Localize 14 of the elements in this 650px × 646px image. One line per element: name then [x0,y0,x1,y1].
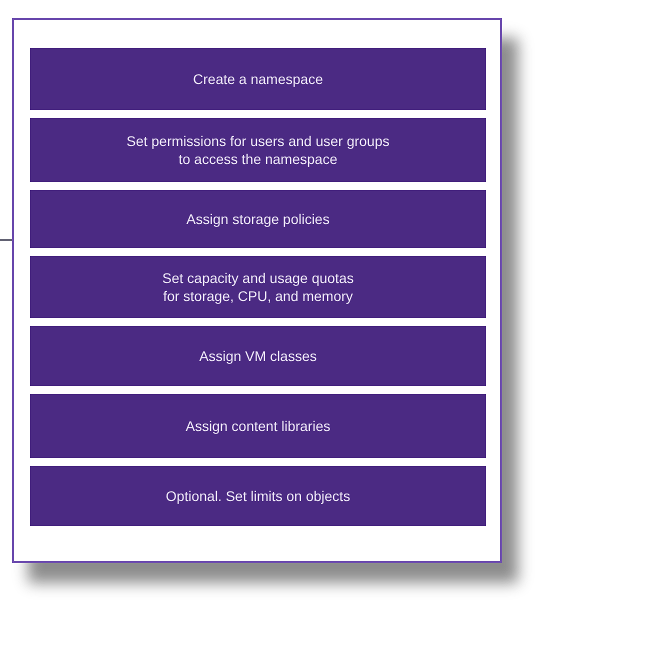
step-text: Optional. Set limits on objects [166,487,350,505]
step-bar [30,190,486,248]
step-text: Set permissions for users and user groups to access the namespace [125,132,390,168]
step-text: Assign content libraries [186,417,330,435]
step-text: Assign storage policies [186,210,330,228]
step-text: Assign VM classes [199,347,317,365]
step-bar [30,394,486,458]
step-bar [30,118,486,182]
step-bar [30,326,486,386]
step-text: Set capacity and usage quotas for storage, CPU, and memory [161,269,355,305]
step-bar [30,466,486,526]
step-bar [30,48,486,110]
step-text: Create a namespace [193,70,323,88]
step-bar [30,256,486,318]
